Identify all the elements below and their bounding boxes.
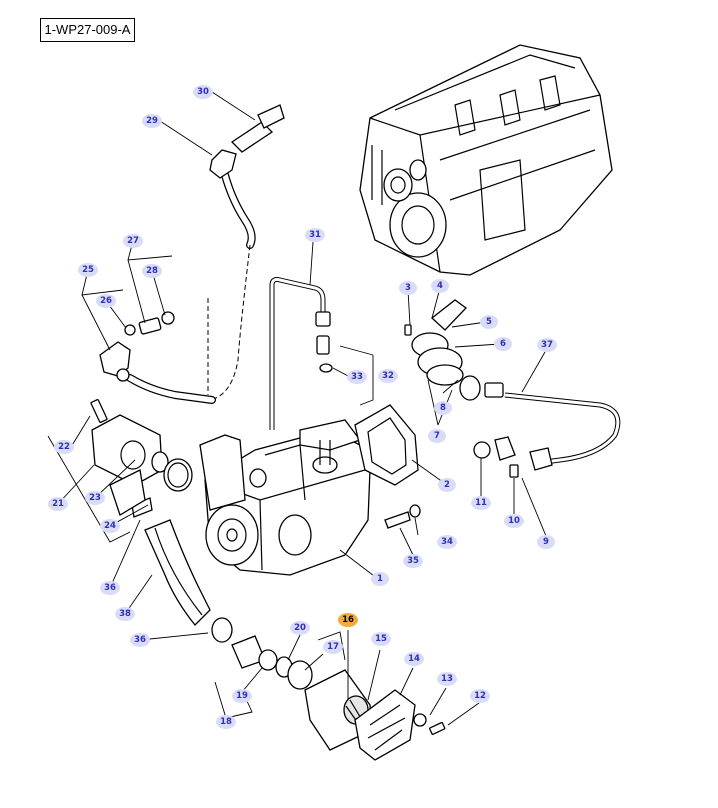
svg-text:24: 24 — [104, 521, 116, 531]
svg-text:16: 16 — [342, 615, 354, 625]
svg-text:15: 15 — [375, 634, 387, 644]
transmission-housing — [359, 44, 613, 276]
svg-text:33: 33 — [351, 372, 363, 382]
callout-37[interactable]: 37 — [537, 338, 557, 352]
callout-22[interactable]: 22 — [54, 440, 74, 454]
callout-7[interactable]: 7 — [428, 429, 446, 443]
callout-13[interactable]: 13 — [437, 672, 457, 686]
callout-28[interactable]: 28 — [142, 264, 162, 278]
callout-1[interactable]: 1 — [371, 572, 389, 586]
callout-36-lower[interactable]: 36 — [130, 633, 150, 647]
suction-flange-assembly — [90, 399, 211, 626]
svg-text:12: 12 — [474, 691, 486, 701]
svg-text:19: 19 — [236, 691, 248, 701]
svg-text:7: 7 — [434, 431, 440, 441]
svg-text:21: 21 — [52, 499, 64, 509]
callout-3[interactable]: 3 — [399, 281, 417, 295]
callout-29[interactable]: 29 — [142, 114, 162, 128]
svg-text:36: 36 — [134, 635, 146, 645]
callout-9[interactable]: 9 — [537, 535, 555, 549]
svg-text:20: 20 — [294, 623, 306, 633]
svg-text:29: 29 — [146, 116, 158, 126]
callout-19[interactable]: 19 — [232, 689, 252, 703]
pump-gasket — [354, 404, 419, 486]
callout-38[interactable]: 38 — [115, 607, 135, 621]
callout-11[interactable]: 11 — [471, 496, 491, 510]
svg-text:32: 32 — [382, 371, 394, 381]
callout-33[interactable]: 33 — [347, 370, 367, 384]
callout-8[interactable]: 8 — [434, 401, 452, 415]
main-hydraulic-pump — [199, 419, 371, 576]
svg-text:26: 26 — [100, 296, 112, 306]
callout-24[interactable]: 24 — [100, 519, 120, 533]
callout-4[interactable]: 4 — [431, 279, 449, 293]
callout-6[interactable]: 6 — [494, 337, 512, 351]
svg-text:38: 38 — [119, 609, 131, 619]
svg-text:27: 27 — [127, 236, 139, 246]
svg-text:23: 23 — [89, 493, 101, 503]
return-hose — [99, 298, 216, 404]
callout-25[interactable]: 25 — [78, 263, 98, 277]
svg-text:36: 36 — [104, 583, 116, 593]
callout-18[interactable]: 18 — [216, 715, 236, 729]
callout-12[interactable]: 12 — [470, 689, 490, 703]
callout-16[interactable]: 16 — [338, 613, 358, 627]
callout-36-upper[interactable]: 36 — [100, 581, 120, 595]
callout-20[interactable]: 20 — [290, 621, 310, 635]
callout-15[interactable]: 15 — [371, 632, 391, 646]
callout-35[interactable]: 35 — [403, 554, 423, 568]
svg-text:31: 31 — [309, 230, 321, 240]
callout-32[interactable]: 32 — [378, 369, 398, 383]
svg-text:4: 4 — [437, 281, 443, 291]
callout-14[interactable]: 14 — [404, 652, 424, 666]
leader-lines — [47, 91, 547, 726]
svg-text:22: 22 — [58, 442, 70, 452]
svg-text:17: 17 — [327, 642, 339, 652]
svg-text:2: 2 — [444, 480, 450, 490]
svg-text:34: 34 — [441, 537, 453, 547]
callout-17[interactable]: 17 — [323, 640, 343, 654]
callout-23[interactable]: 23 — [85, 491, 105, 505]
callout-31[interactable]: 31 — [305, 228, 325, 242]
callout-10[interactable]: 10 — [504, 514, 524, 528]
svg-text:3: 3 — [405, 283, 411, 293]
svg-text:28: 28 — [146, 266, 158, 276]
svg-text:11: 11 — [475, 498, 487, 508]
svg-text:35: 35 — [407, 556, 419, 566]
svg-text:18: 18 — [220, 717, 232, 727]
svg-text:1: 1 — [377, 574, 383, 584]
svg-text:14: 14 — [408, 654, 420, 664]
callout-30[interactable]: 30 — [193, 85, 213, 99]
callout-5[interactable]: 5 — [480, 315, 498, 329]
svg-text:5: 5 — [486, 317, 492, 327]
callout-34[interactable]: 34 — [437, 535, 457, 549]
svg-text:8: 8 — [440, 403, 446, 413]
svg-text:6: 6 — [500, 339, 506, 349]
callout-21[interactable]: 21 — [48, 497, 68, 511]
svg-text:25: 25 — [82, 265, 94, 275]
svg-text:30: 30 — [197, 87, 209, 97]
svg-text:9: 9 — [543, 537, 549, 547]
suction-pipe — [269, 277, 333, 430]
delivery-pipe-assembly — [404, 299, 621, 478]
svg-text:37: 37 — [541, 340, 553, 350]
callout-27[interactable]: 27 — [123, 234, 143, 248]
callout-2[interactable]: 2 — [438, 478, 456, 492]
svg-text:13: 13 — [441, 674, 453, 684]
mounting-bolts — [384, 504, 421, 529]
pressure-hose — [209, 104, 285, 401]
callout-26[interactable]: 26 — [96, 294, 116, 308]
diagram-reference-code: 1-WP27-009-A — [40, 18, 135, 42]
svg-text:10: 10 — [508, 516, 520, 526]
filter-assembly — [211, 617, 446, 761]
